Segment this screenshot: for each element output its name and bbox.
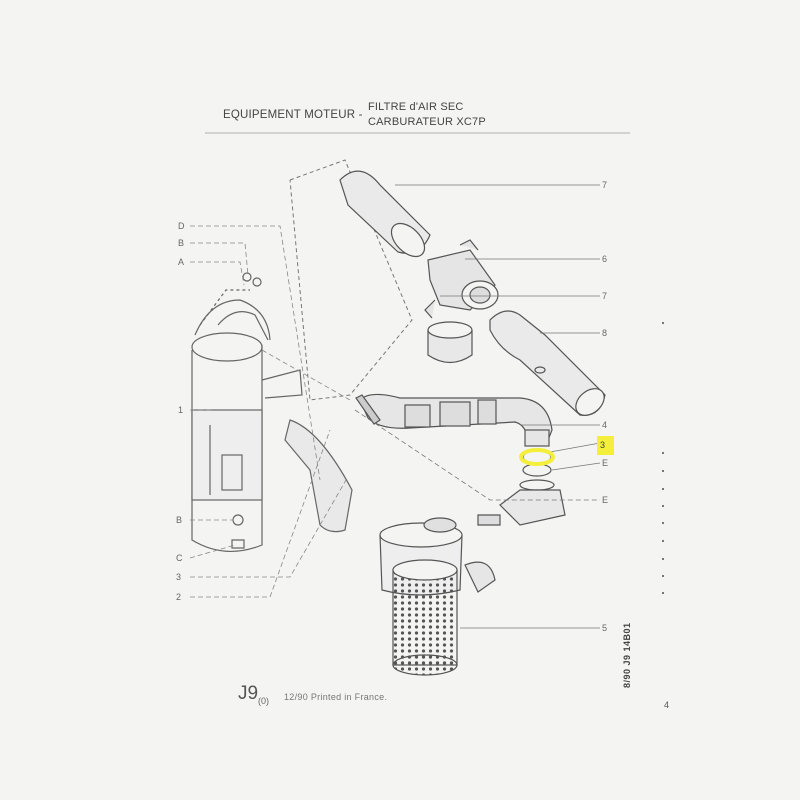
part-5-filter-element	[379, 517, 496, 676]
callout-left-d: D	[178, 221, 185, 231]
footer-page-number: J9	[238, 683, 259, 704]
highlight-ring-part-3	[519, 448, 555, 466]
callout-left-b-top: B	[178, 238, 184, 248]
callout-right-6: 6	[602, 254, 607, 264]
callout-right-8: 8	[602, 328, 607, 338]
page-corner-number: 4	[664, 700, 670, 710]
highlight-callout-3	[597, 436, 614, 455]
callout-left-a: A	[178, 257, 184, 267]
dashed-group-frame	[289, 159, 413, 401]
right-margin-ticks	[662, 322, 664, 594]
part-7-tube-top	[339, 170, 431, 258]
callout-left-3: 3	[176, 572, 181, 582]
callout-right-5: 5	[602, 623, 607, 633]
part-4-hose	[355, 393, 553, 441]
callout-right-e-bottom: E	[602, 495, 608, 505]
callout-right-7-top: 7	[602, 180, 607, 190]
part-7-sleeve	[427, 321, 473, 364]
callout-right-7-sleeve: 7	[602, 291, 607, 301]
footer-printed-text: 12/90 Printed in France.	[284, 692, 388, 702]
callout-left-1: 1	[178, 405, 183, 415]
callout-right-3: 3	[600, 440, 605, 450]
part-6-connector	[424, 239, 499, 319]
callout-left-b-bottom: B	[176, 515, 182, 525]
filter-housing-left	[191, 272, 353, 553]
section-title: EQUIPEMENT MOTEUR -	[223, 109, 363, 121]
leaders-left	[189, 225, 351, 598]
leaders-right	[354, 184, 601, 629]
subsection-title-2: CARBURATEUR XC7P	[368, 116, 486, 128]
subsection-title-1: FILTRE d'AIR SEC	[368, 101, 464, 113]
callout-left-c: C	[176, 553, 183, 563]
callout-right-e-top: E	[602, 458, 608, 468]
lower-collector	[477, 489, 566, 526]
callout-right-4: 4	[602, 420, 607, 430]
callout-left-2: 2	[176, 592, 181, 602]
footer-page-suffix: (0)	[258, 696, 269, 706]
part-8-duct	[489, 310, 606, 416]
